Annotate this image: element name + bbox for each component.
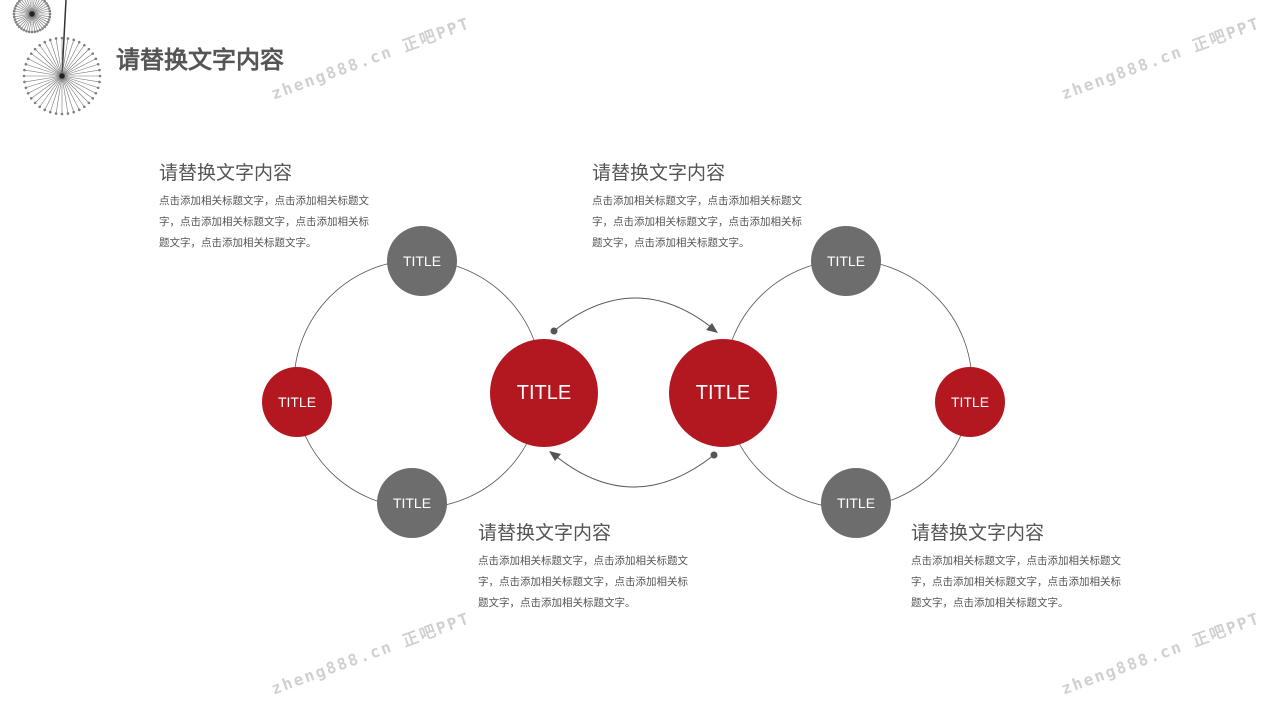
top-arrow-arc <box>553 297 717 332</box>
node-left-side: TITLE <box>262 367 332 437</box>
text-block: 请替换文字内容点击添加相关标题文字，点击添加相关标题文字，点击添加相关标题文字，… <box>478 518 698 614</box>
node-right-bottom: TITLE <box>821 468 891 538</box>
bottom-arrow-arc <box>551 452 715 488</box>
node-left-center: TITLE <box>490 339 598 447</box>
dandelion-icon <box>12 0 102 116</box>
node-left-top: TITLE <box>387 226 457 296</box>
node-left-bottom: TITLE <box>377 468 447 538</box>
text-block: 请替换文字内容点击添加相关标题文字，点击添加相关标题文字，点击添加相关标题文字，… <box>911 518 1131 614</box>
block-heading: 请替换文字内容 <box>911 522 1045 544</box>
block-body: 点击添加相关标题文字，点击添加相关标题文字，点击添加相关标题文字，点击添加相关标… <box>159 195 369 249</box>
text-block: 请替换文字内容点击添加相关标题文字，点击添加相关标题文字，点击添加相关标题文字，… <box>159 158 379 254</box>
node-right-center: TITLE <box>669 339 777 447</box>
block-heading: 请替换文字内容 <box>478 522 612 544</box>
block-body: 点击添加相关标题文字，点击添加相关标题文字，点击添加相关标题文字，点击添加相关标… <box>592 195 802 249</box>
block-body: 点击添加相关标题文字，点击添加相关标题文字，点击添加相关标题文字，点击添加相关标… <box>911 555 1121 609</box>
block-body: 点击添加相关标题文字，点击添加相关标题文字，点击添加相关标题文字，点击添加相关标… <box>478 555 688 609</box>
page-title: 请替换文字内容 <box>116 46 284 74</box>
text-block: 请替换文字内容点击添加相关标题文字，点击添加相关标题文字，点击添加相关标题文字，… <box>592 158 812 254</box>
block-heading: 请替换文字内容 <box>592 162 726 184</box>
node-right-top: TITLE <box>811 226 881 296</box>
node-right-side: TITLE <box>935 367 1005 437</box>
block-heading: 请替换文字内容 <box>159 162 293 184</box>
